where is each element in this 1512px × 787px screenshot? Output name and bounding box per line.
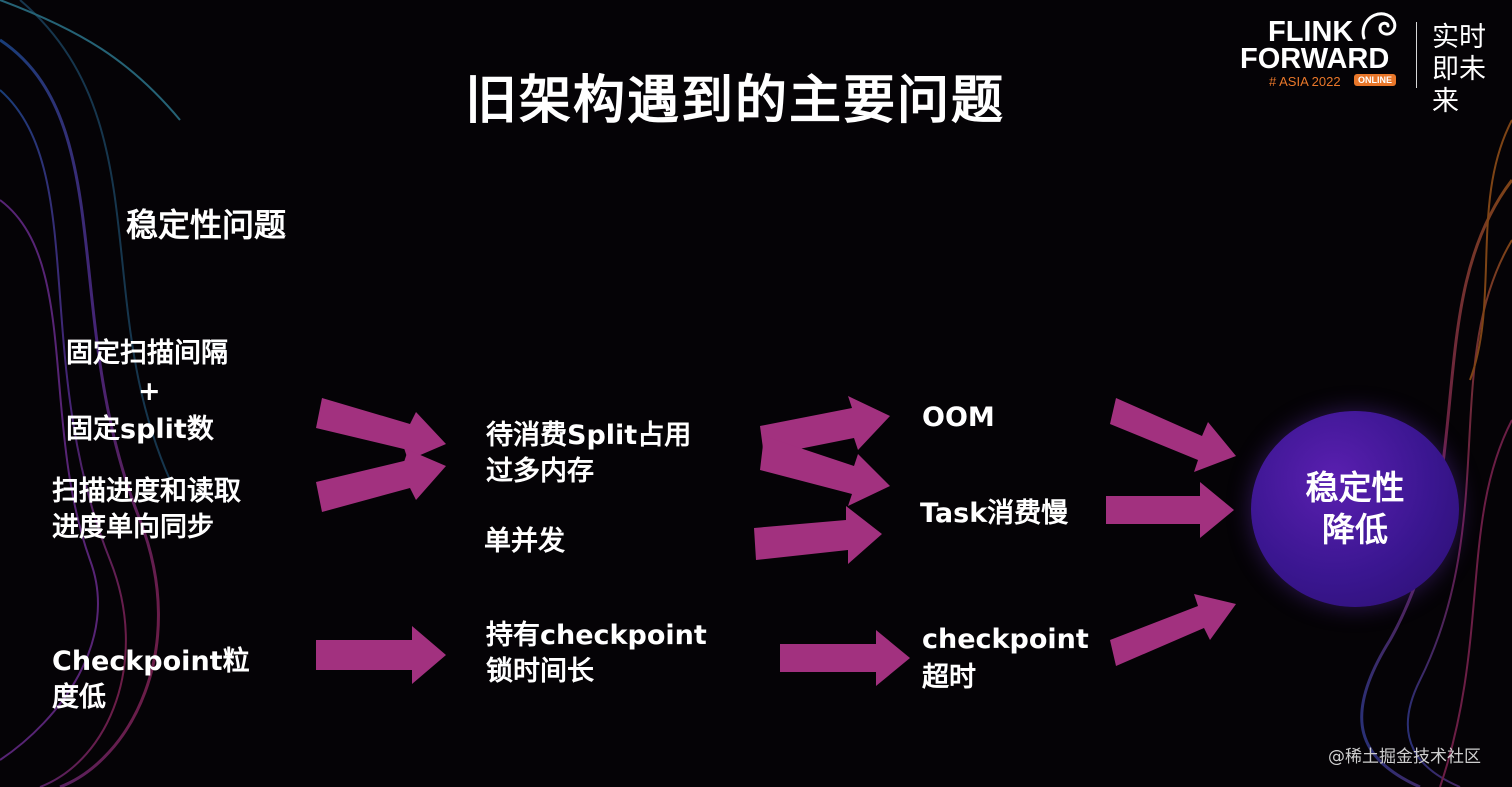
effect-split-memory-line2: 过多内存 (486, 456, 594, 487)
arrow-sync-to-split (316, 448, 446, 512)
arrow-timeout-to-outcome (1110, 594, 1236, 666)
result-oom: OOM (922, 402, 995, 433)
effect-lock-line2: 锁时间长 (486, 656, 594, 687)
section-heading: 稳定性问题 (126, 206, 287, 244)
result-checkpoint-line2: 超时 (922, 662, 976, 693)
cause-fixed-scan-interval: 固定扫描间隔 (66, 338, 228, 369)
effect-lock-line1: 持有checkpoint (486, 620, 707, 651)
cause-sync-line2: 进度单向同步 (52, 512, 214, 543)
result-checkpoint-line1: checkpoint (922, 624, 1089, 655)
effect-split-memory-line1: 待消费Split占用 (486, 420, 692, 451)
logo-word-forward: FORWARD (1240, 43, 1390, 75)
effect-single-concurrency: 单并发 (484, 526, 565, 557)
cause-sync-line1: 扫描进度和读取 (52, 476, 241, 507)
cause-plus-sign: + (138, 376, 161, 407)
outcome-line1: 稳定性 (1305, 468, 1405, 507)
logo-slogan: 实时即未来 (1432, 22, 1486, 117)
arrow-split-to-oom (760, 396, 890, 456)
arrow-task-to-outcome (1106, 482, 1234, 538)
arrow-oom-to-outcome (1110, 398, 1236, 472)
arrow-lock-to-timeout (780, 630, 910, 686)
cause-fixed-split-count: 固定split数 (66, 414, 214, 445)
arrow-scan-to-split (316, 398, 446, 462)
slide-title: 旧架构遇到的主要问题 (464, 71, 1005, 131)
squirrel-icon (1361, 12, 1397, 40)
arrow-ckpt-to-lock (316, 626, 446, 684)
arrow-single-to-task (754, 506, 882, 564)
watermark: @稀土掘金技术社区 (1328, 747, 1481, 767)
flink-forward-logo: FLINK FORWARD # ASIA 2022 ONLINE 实时即未来 (1240, 12, 1490, 117)
logo-word-flink: FLINK (1268, 16, 1354, 48)
outcome-circle: 稳定性 降低 (1251, 411, 1459, 607)
outcome-line2: 降低 (1322, 510, 1388, 549)
logo-online-badge: ONLINE (1354, 74, 1397, 86)
logo-event: # ASIA 2022 (1269, 74, 1341, 89)
arrow-split-to-task (760, 436, 890, 506)
cause-checkpoint-line1: Checkpoint粒 (52, 646, 250, 677)
cause-checkpoint-line2: 度低 (52, 682, 106, 713)
logo-divider (1416, 22, 1417, 88)
result-task-slow: Task消费慢 (920, 498, 1069, 529)
